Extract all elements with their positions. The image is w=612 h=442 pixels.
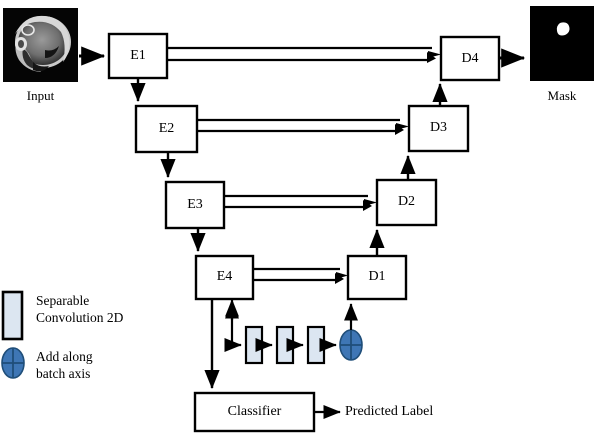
mask-caption: Mask: [547, 88, 577, 103]
legend-add-line1: Add along: [36, 349, 93, 364]
legend-swatches: [1, 290, 25, 379]
skip-connection-e4-d1: [253, 267, 348, 284]
mask-image-thumbnail: [530, 6, 594, 81]
input-image-thumbnail: [3, 8, 78, 82]
legend-rect-separable-conv: [1, 290, 24, 341]
block-classifier[interactable]: [193, 391, 316, 433]
legend-item-separable-conv: Separable Convolution 2D: [36, 292, 123, 326]
block-d1[interactable]: [346, 254, 408, 301]
block-e4[interactable]: [194, 254, 255, 301]
legend-item-add-along-batch-axis: Add along batch axis: [36, 348, 93, 382]
skip-connection-e3-d2: [224, 194, 377, 211]
legend-separable-conv-line2: Convolution 2D: [36, 310, 124, 325]
block-d2[interactable]: [375, 178, 438, 227]
input-mri-illustration: [3, 8, 78, 82]
legend-add-line2: batch axis: [36, 366, 91, 381]
block-e1[interactable]: [107, 32, 169, 80]
sepconv-block-1[interactable]: [244, 325, 264, 365]
input-caption: Input: [26, 88, 55, 103]
branch-e4-to-sepconv: [224, 301, 242, 353]
block-e2[interactable]: [134, 104, 199, 154]
legend-ellipse-add: [1, 347, 25, 379]
block-e3[interactable]: [164, 180, 226, 230]
mask-illustration: [530, 6, 594, 81]
legend-separable-conv-line1: Separable: [36, 293, 90, 308]
add-node[interactable]: [339, 329, 363, 361]
block-d4[interactable]: [439, 35, 501, 82]
sepconv-block-2[interactable]: [275, 325, 295, 365]
skip-connection-e2-d3: [197, 118, 409, 135]
sepconv-block-3[interactable]: [306, 325, 326, 365]
skip-connection-e1-d4: [167, 46, 441, 63]
block-d3[interactable]: [407, 104, 470, 153]
